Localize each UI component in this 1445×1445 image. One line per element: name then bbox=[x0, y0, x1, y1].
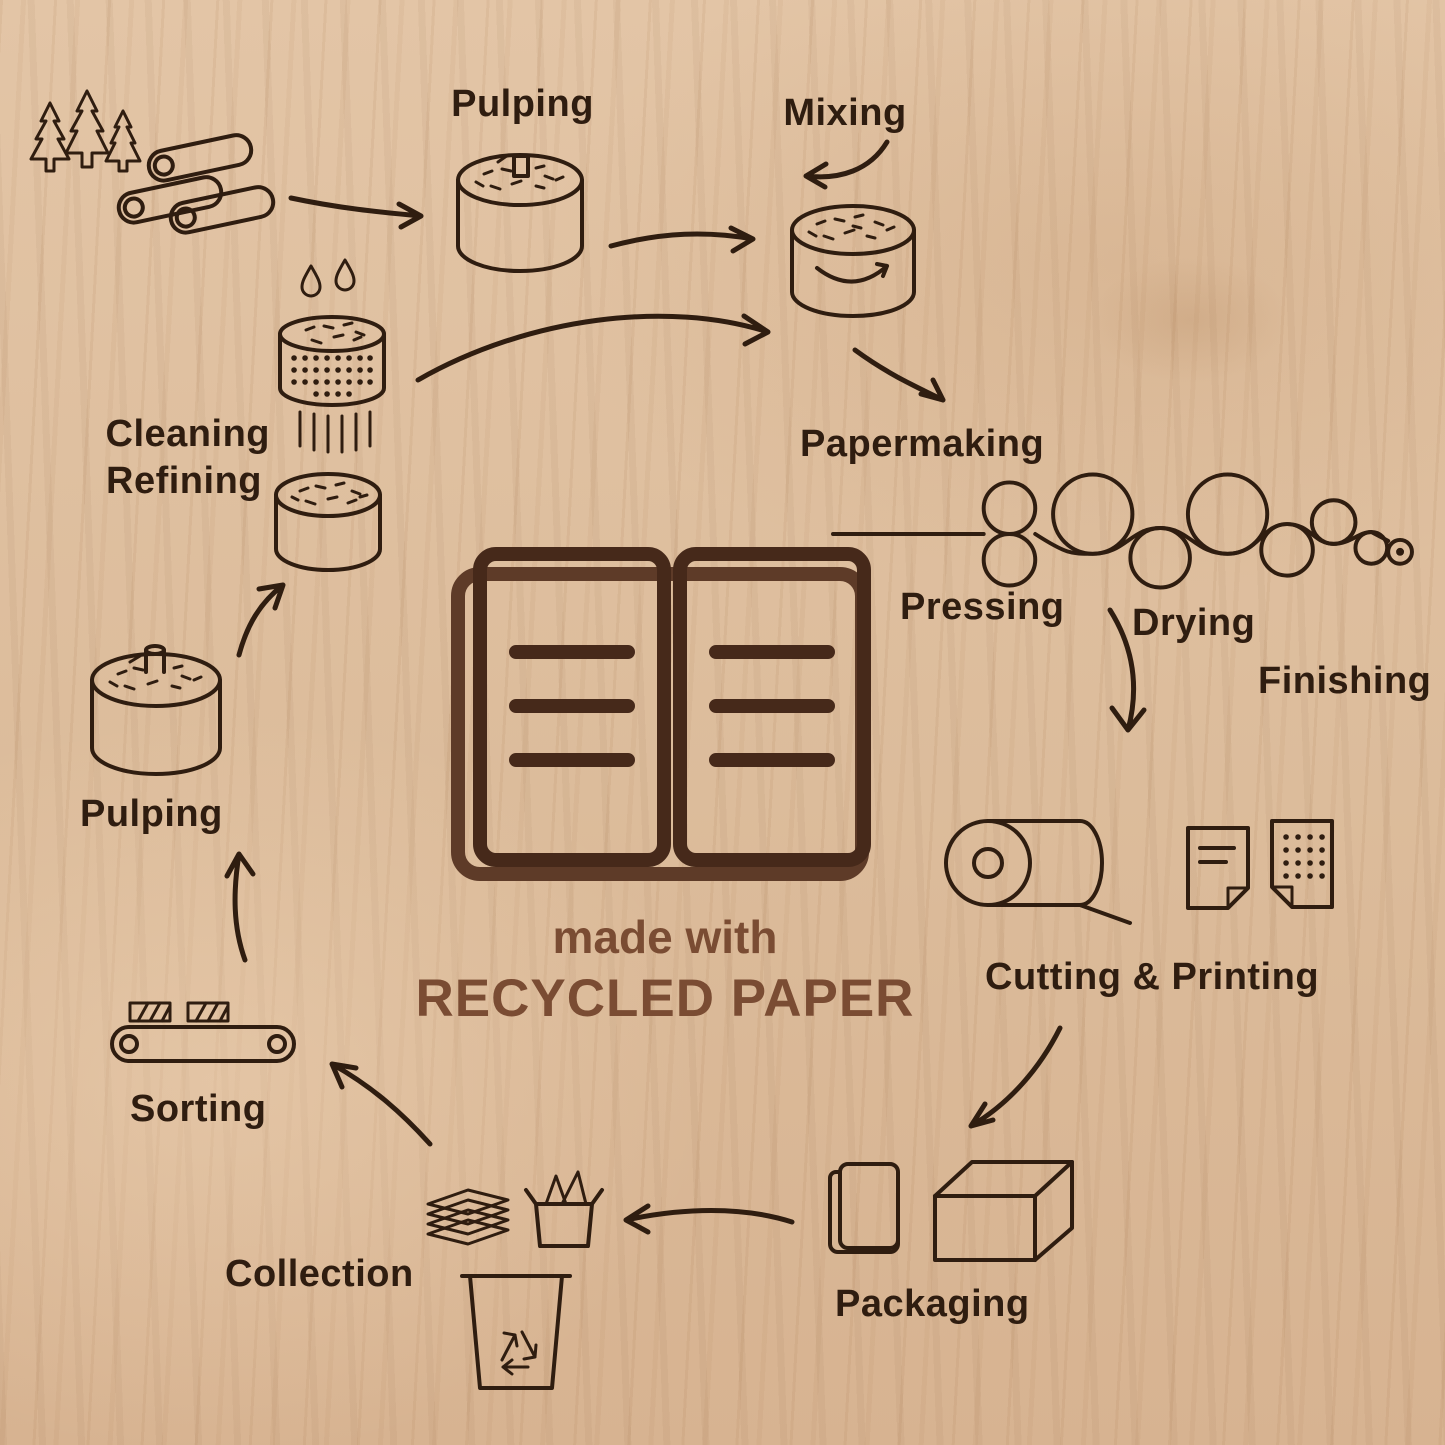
arrow-refining-to-mixing bbox=[415, 313, 771, 383]
printed-sheet-lines-icon bbox=[1186, 826, 1250, 910]
arrow-packaging-to-collection bbox=[623, 1203, 795, 1235]
label-papermaking: Papermaking bbox=[800, 423, 1045, 465]
open-book-icon bbox=[451, 547, 871, 881]
arrow-mixing-to-papermaking bbox=[852, 347, 946, 403]
paper-stack-icon bbox=[426, 1188, 510, 1246]
label-pulping-left: Pulping bbox=[80, 793, 223, 835]
pulping-vat-icon bbox=[456, 153, 584, 273]
logs-icon bbox=[116, 133, 276, 235]
packaged-book-icon bbox=[828, 1162, 900, 1254]
label-finishing: Finishing bbox=[1258, 660, 1432, 702]
cleaning-screen-icon bbox=[278, 315, 386, 454]
label-cleaning: Cleaning bbox=[105, 413, 270, 455]
mixing-vat-icon bbox=[790, 204, 916, 318]
refining-vat-icon bbox=[274, 472, 382, 572]
label-collection: Collection bbox=[225, 1253, 414, 1295]
label-drying: Drying bbox=[1132, 602, 1256, 644]
paper-machine-rollers-icon bbox=[831, 472, 1414, 590]
pulping-vat-recycled-icon bbox=[90, 644, 222, 776]
label-packaging: Packaging bbox=[835, 1283, 1030, 1325]
label-cutting-printing: Cutting & Printing bbox=[985, 956, 1320, 998]
label-pressing: Pressing bbox=[900, 586, 1065, 628]
arrow-logs-to-pulping bbox=[288, 195, 424, 230]
arrow-pulping-to-mixing bbox=[608, 225, 756, 254]
arrow-pulping-to-cleaning bbox=[236, 582, 286, 658]
label-pulping-top: Pulping bbox=[451, 83, 594, 125]
arrow-collection-to-sorting bbox=[329, 1061, 433, 1147]
made-with-text: made with bbox=[552, 911, 778, 963]
arrow-cutting-to-packaging bbox=[968, 1025, 1063, 1129]
recycled-paper-text: RECYCLED PAPER bbox=[415, 969, 915, 1028]
paper-roll-icon bbox=[944, 819, 1132, 925]
recycle-bin-icon bbox=[460, 1274, 572, 1390]
arrow-into-mixing bbox=[803, 139, 890, 190]
conveyor-sorting-icon bbox=[110, 1001, 296, 1063]
label-sorting: Sorting bbox=[130, 1088, 267, 1130]
label-refining: Refining bbox=[106, 460, 262, 502]
steam-drops-icon bbox=[300, 258, 356, 298]
arrow-sorting-to-pulping bbox=[224, 851, 256, 963]
collection-box-icon bbox=[524, 1170, 604, 1248]
printed-sheet-dots-icon bbox=[1270, 819, 1334, 909]
label-mixing: Mixing bbox=[783, 92, 907, 134]
arrow-drying-to-cutting bbox=[1107, 607, 1147, 733]
shipping-box-icon bbox=[933, 1160, 1074, 1262]
pine-trees-icon bbox=[29, 89, 142, 173]
